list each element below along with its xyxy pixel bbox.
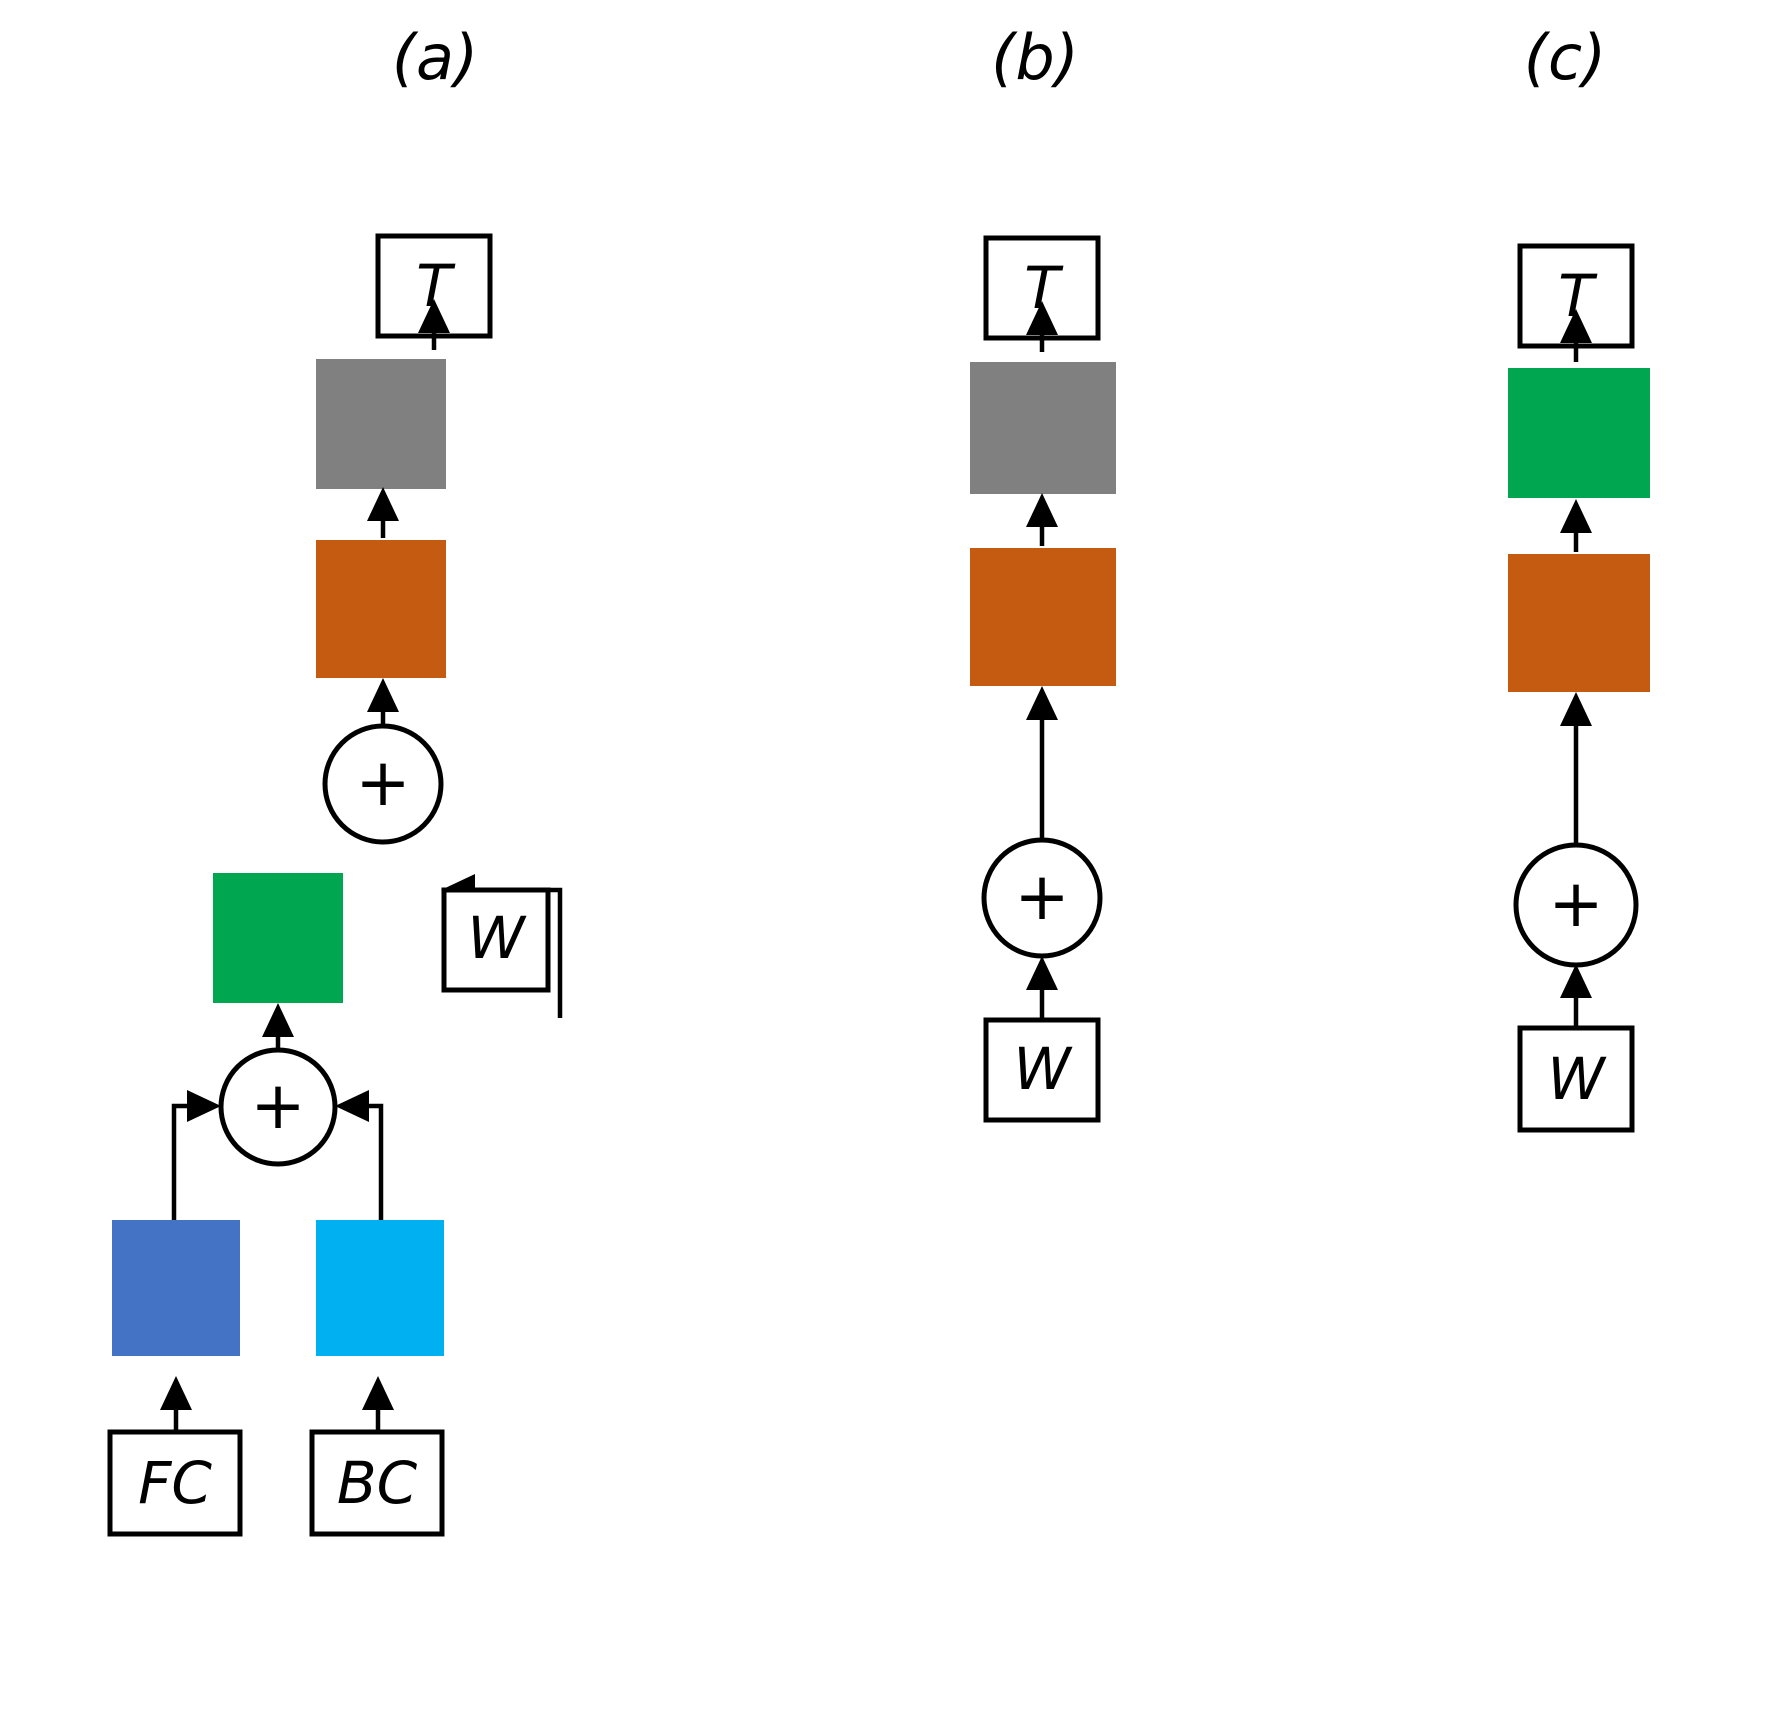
panel-a-weight-label: W: [467, 904, 527, 972]
panel-a-gray-layer[interactable]: [316, 359, 446, 489]
panel-a-arrow-gray-to-output-head: [418, 299, 450, 333]
panel-a-arrow-lowersum-to-green-head: [262, 1003, 294, 1037]
panel-a-fc-input-box[interactable]: [107, 1429, 243, 1537]
panel-b-weight-box[interactable]: [983, 1017, 1101, 1123]
panel-a-weight-box[interactable]: [441, 887, 551, 993]
panel-b-sum-label: +: [1014, 858, 1069, 935]
panel-label-a: (a): [392, 21, 478, 94]
panel-a-lower-sum-label: +: [250, 1067, 305, 1144]
panel-a-orange-layer[interactable]: [316, 540, 446, 678]
panel-a-dark-blue-layer[interactable]: [112, 1220, 240, 1356]
panel-c-arrow-weight-to-sum-head: [1560, 964, 1592, 998]
panel-a-bc-label: BC: [337, 1449, 418, 1517]
panel-c-arrow-sum-to-orange-head: [1560, 692, 1592, 726]
panel-b-arrow-sum-to-orange-head: [1026, 686, 1058, 720]
panel-b: T + W: [970, 235, 1116, 1123]
panel-label-b: (b): [991, 21, 1079, 94]
panel-a-green-layer[interactable]: [213, 873, 343, 1003]
panel-a-lower-sum-circle[interactable]: [218, 1047, 338, 1167]
panel-a-fc-label: FC: [138, 1449, 212, 1517]
panel-a: T + W +: [107, 233, 563, 1537]
panel-a-bc-input-box[interactable]: [309, 1429, 445, 1537]
panel-c-weight-box[interactable]: [1517, 1025, 1635, 1133]
panel-c-weight-label: W: [1547, 1045, 1607, 1113]
panel-label-c: (c): [1524, 21, 1606, 94]
panel-a-arrow-bc-to-lightblue-head: [362, 1376, 394, 1410]
panel-a-arrow-sum-to-orange-head: [367, 678, 399, 712]
panel-a-upper-sum-circle[interactable]: [322, 723, 444, 845]
panel-c-arrow-orange-to-green-head: [1560, 499, 1592, 533]
panel-c-green-layer[interactable]: [1508, 368, 1650, 498]
panel-b-weight-label: W: [1013, 1035, 1073, 1103]
panel-c: T + W: [1508, 243, 1650, 1133]
panel-b-arrow-weight-to-sum-head: [1026, 956, 1058, 990]
panel-a-arrow-lightblue-to-lower-sum-head: [335, 1090, 369, 1122]
panel-a-arrow-fc-to-darkblue-head: [160, 1376, 192, 1410]
panel-b-gray-layer[interactable]: [970, 362, 1116, 494]
panel-a-arrow-darkblue-to-lower-sum-head: [187, 1090, 221, 1122]
panel-b-arrow-gray-to-output-head: [1026, 301, 1058, 335]
panel-c-orange-layer[interactable]: [1508, 554, 1650, 692]
panel-c-sum-label: +: [1548, 865, 1603, 942]
panel-b-orange-layer[interactable]: [970, 548, 1116, 686]
panel-a-path-lightblue-to-lower-sum: [356, 1103, 384, 1222]
panel-b-arrow-orange-to-gray-head: [1026, 493, 1058, 527]
panel-a-path-darkblue-to-lower-sum: [171, 1103, 200, 1222]
panel-a-upper-sum-label: +: [355, 744, 410, 821]
panel-a-light-blue-layer[interactable]: [316, 1220, 444, 1356]
panel-c-arrow-green-to-output-head: [1560, 309, 1592, 343]
panel-a-arrow-orange-to-gray-head: [367, 487, 399, 521]
